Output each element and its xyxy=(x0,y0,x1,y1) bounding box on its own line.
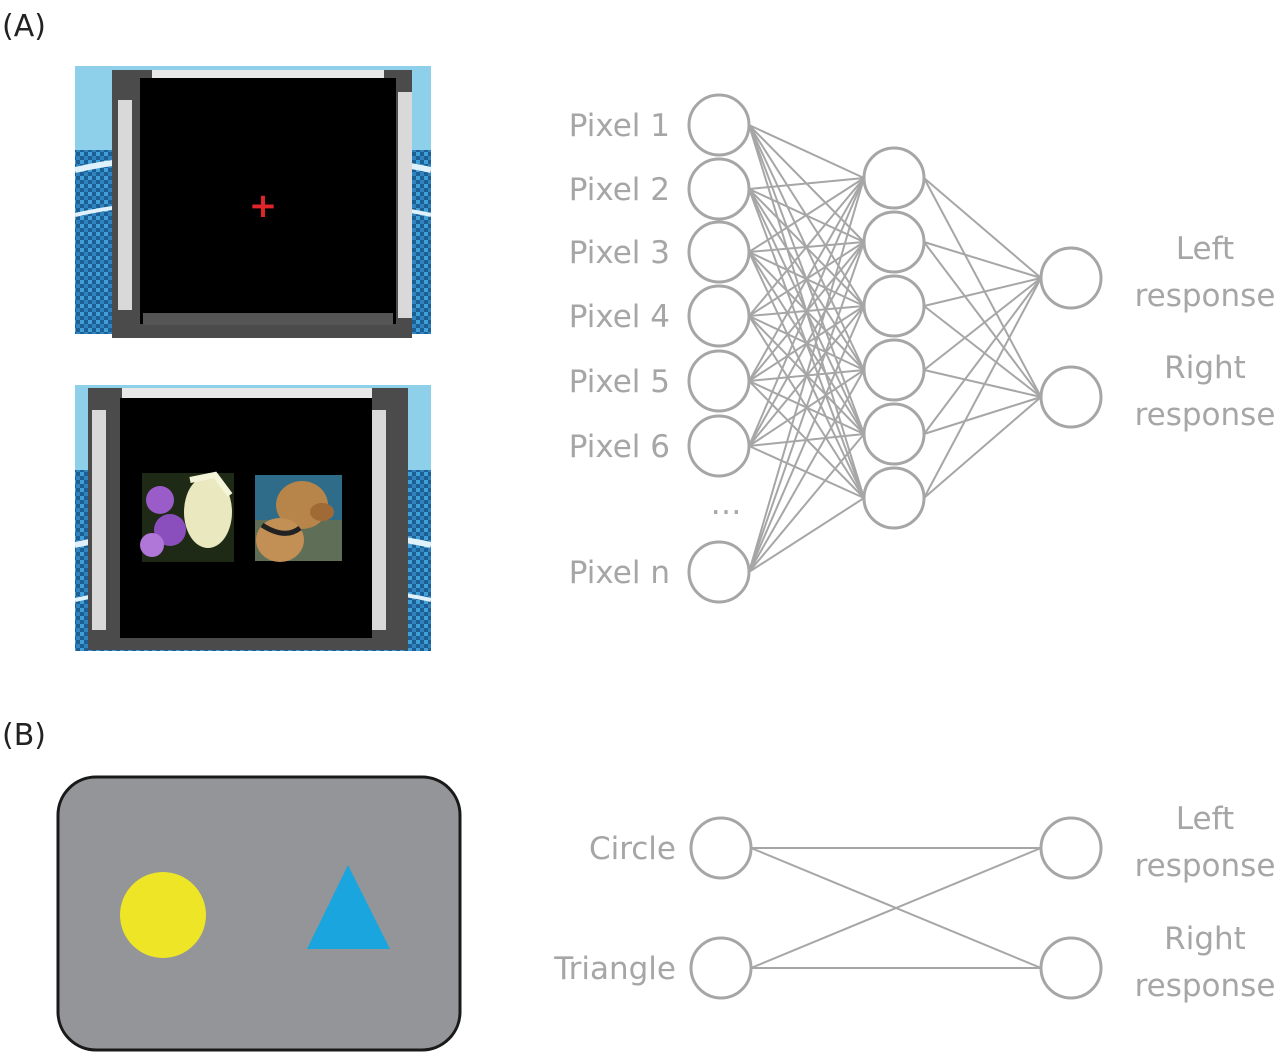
net-a-edge-1-0-1 xyxy=(924,178,1041,397)
network-a-nodes xyxy=(689,95,1101,602)
net-a-input-node-7 xyxy=(689,542,749,602)
input-label-pixel-2: Pixel 2 xyxy=(569,172,670,208)
output-label-right-response-line1: Right xyxy=(1164,350,1246,386)
net-b-output-node-1 xyxy=(1041,818,1101,878)
fixation-cross: + xyxy=(249,186,278,226)
output-label-right-response-line2: response xyxy=(1135,397,1276,433)
net-b-input-node-2 xyxy=(691,938,751,998)
input-label-pixel-3: Pixel 3 xyxy=(569,235,670,271)
input-label-pixel-4: Pixel 4 xyxy=(569,299,670,335)
net-a-input-node-1 xyxy=(689,95,749,155)
stimulus-card-background xyxy=(58,777,460,1050)
flower-butterfly-photo xyxy=(140,473,234,562)
input-ellipsis: … xyxy=(711,486,742,522)
net-a-hidden-node-5 xyxy=(864,404,924,464)
yellow-circle-shape xyxy=(120,872,206,958)
net-a-input-node-4 xyxy=(689,286,749,346)
net-b-input-node-1 xyxy=(691,818,751,878)
net-a-input-node-6 xyxy=(689,416,749,476)
net-a-edge-1-4-1 xyxy=(924,397,1041,434)
output-label-right-response-line1: Right xyxy=(1164,921,1246,957)
net-a-hidden-node-2 xyxy=(864,212,924,272)
input-label-pixel-1: Pixel 1 xyxy=(569,108,670,144)
output-label-right-response-line2: response xyxy=(1135,968,1276,1004)
input-label-pixel-n: Pixel n xyxy=(569,555,670,591)
net-a-input-node-3 xyxy=(689,222,749,282)
output-label-left-response-line2: response xyxy=(1135,278,1276,314)
net-a-edge-1-5-0 xyxy=(924,278,1041,498)
panel-b-label: (B) xyxy=(2,718,46,753)
network-b-connections xyxy=(751,848,1041,968)
input-label-pixel-5: Pixel 5 xyxy=(569,364,670,400)
input-label-circle: Circle xyxy=(589,831,676,867)
net-a-edge-0-6-5 xyxy=(749,498,864,572)
shapes-stimulus-card xyxy=(58,777,460,1050)
net-a-output-node-2 xyxy=(1041,367,1101,427)
net-a-input-node-5 xyxy=(689,351,749,411)
net-a-hidden-node-6 xyxy=(864,468,924,528)
net-a-hidden-node-3 xyxy=(864,276,924,336)
net-a-hidden-node-4 xyxy=(864,340,924,400)
net-a-output-node-1 xyxy=(1041,248,1101,308)
net-a-edge-1-1-0 xyxy=(924,242,1041,278)
net-a-hidden-node-1 xyxy=(864,148,924,208)
panel-a-label: (A) xyxy=(2,9,46,44)
choice-screen-image xyxy=(75,385,431,651)
output-label-left-response-line2: response xyxy=(1135,848,1276,884)
output-label-left-response-line1: Left xyxy=(1176,801,1234,837)
output-label-left-response-line1: Left xyxy=(1176,231,1234,267)
input-label-pixel-6: Pixel 6 xyxy=(569,429,670,465)
net-b-output-node-2 xyxy=(1041,938,1101,998)
net-a-edge-1-0-0 xyxy=(924,178,1041,278)
net-a-edge-0-3-0 xyxy=(749,178,864,316)
input-label-triangle: Triangle xyxy=(553,951,676,987)
dog-photo xyxy=(255,475,342,562)
pixel-network-diagram: Pixel 1 Pixel 2 Pixel 3 Pixel 4 Pixel 5 Pixel… xyxy=(569,95,1276,602)
fixation-screen-image: + xyxy=(75,66,431,338)
net-a-input-node-2 xyxy=(689,159,749,219)
